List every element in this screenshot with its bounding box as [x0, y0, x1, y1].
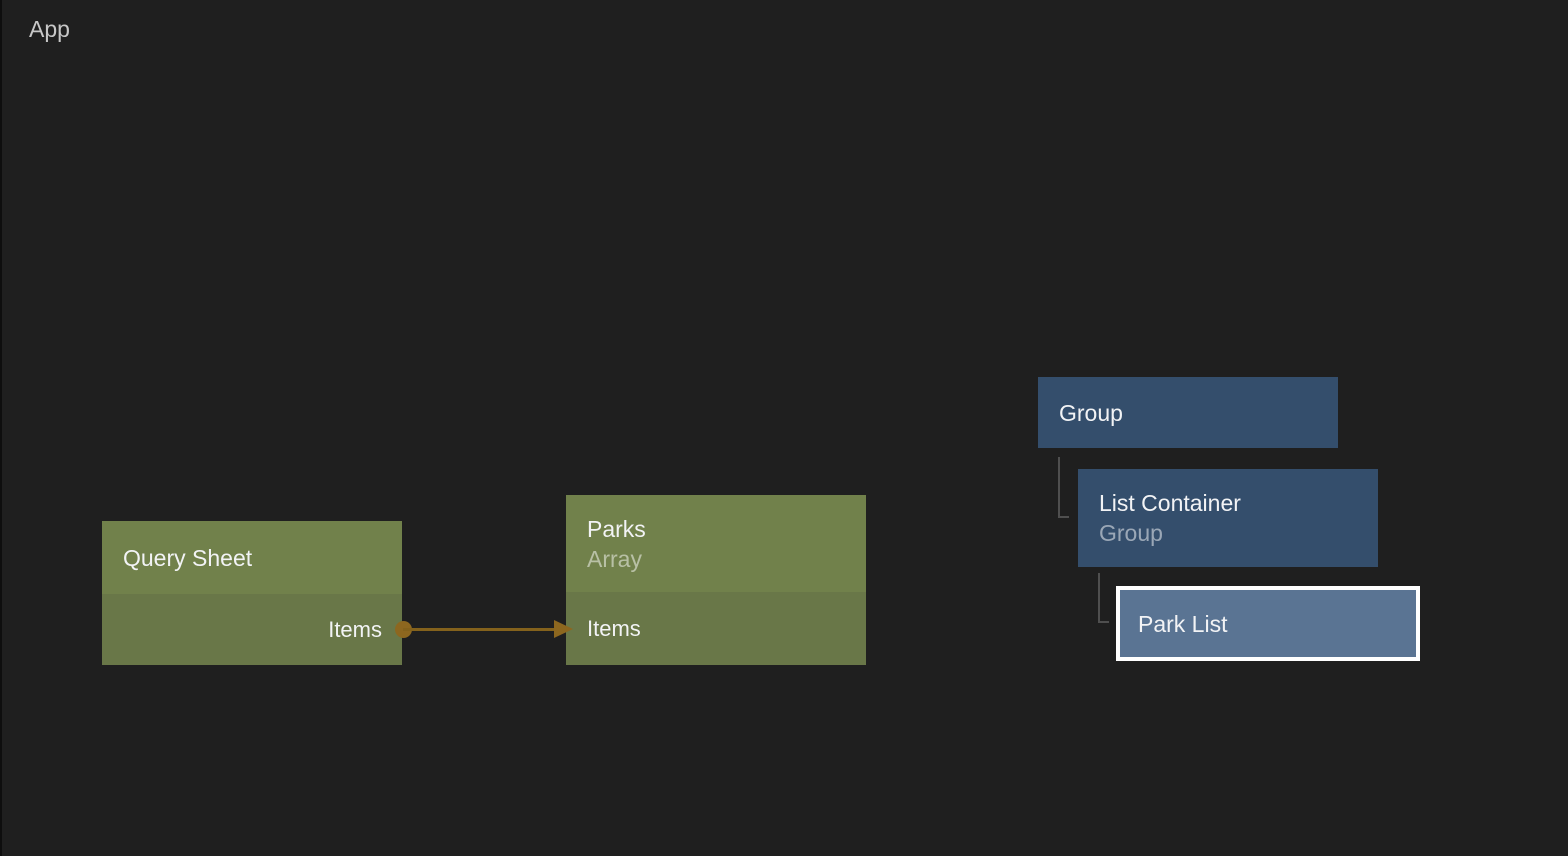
node-query-sheet-body: Items — [102, 594, 402, 665]
node-parks[interactable]: Parks Array Items — [566, 495, 866, 665]
tree-node-group[interactable]: Group — [1038, 377, 1338, 448]
node-title: Query Sheet — [123, 544, 253, 571]
node-parks-header: Parks Array — [566, 495, 866, 592]
tree-connector-list-container-to-park-list — [1098, 573, 1109, 623]
output-port-label: Items — [328, 616, 382, 642]
node-subtitle: Array — [587, 545, 642, 572]
wire-line — [403, 628, 555, 631]
wire-arrowhead-icon — [554, 620, 573, 638]
tree-node-title: List Container — [1099, 490, 1241, 516]
input-port-label: Items — [587, 615, 641, 641]
tree-node-list-container[interactable]: List Container Group — [1078, 469, 1378, 567]
node-query-sheet-header: Query Sheet — [102, 521, 402, 594]
tree-connector-group-to-list-container — [1058, 457, 1069, 518]
tree-node-park-list-selected[interactable]: Park List — [1116, 586, 1420, 661]
node-title: Parks — [587, 515, 646, 542]
app-breadcrumb-label: App — [29, 16, 70, 42]
tree-node-title: Group — [1059, 399, 1123, 426]
tree-node-title: Park List — [1138, 610, 1228, 637]
node-parks-body: Items — [566, 592, 866, 665]
tree-node-subtitle: Group — [1099, 520, 1163, 546]
node-query-sheet[interactable]: Query Sheet Items — [102, 521, 402, 665]
